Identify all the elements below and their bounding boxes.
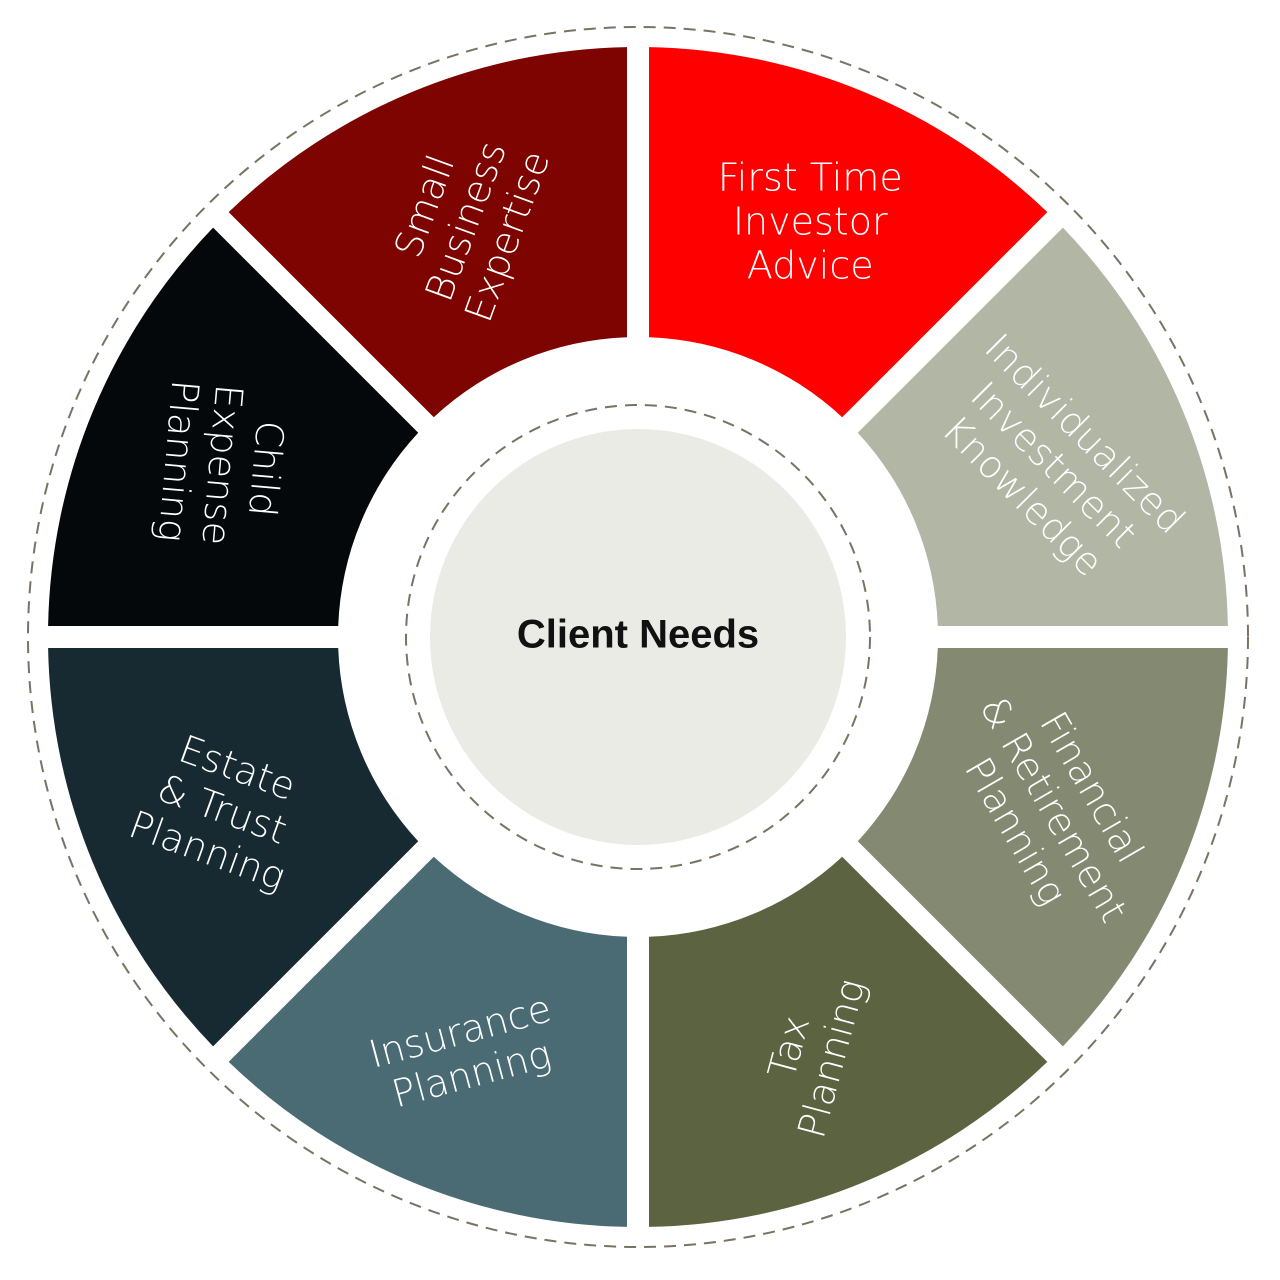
segment-2: IndividualizedInvestmentKnowledge <box>857 227 1228 626</box>
segment-wedge <box>48 648 419 1047</box>
center-disc <box>430 429 846 845</box>
center-label: Client Needs <box>517 613 759 657</box>
segment-label-line: Investor <box>733 199 888 243</box>
outer-dashed-ring <box>27 26 1249 1248</box>
segment-3: Financial& RetirementPlanning <box>857 648 1228 1047</box>
segment-wedge <box>857 227 1228 626</box>
segment-5: InsurancePlanning <box>228 856 627 1227</box>
segment-7: ChildExpensePlanning <box>48 227 419 626</box>
segment-wedge <box>857 648 1228 1047</box>
segment-label-line: Child <box>240 419 292 518</box>
segment-6: Estate& TrustPlanning <box>48 648 419 1047</box>
segment-label-line: Advice <box>747 243 874 287</box>
segment-wedge <box>649 856 1048 1227</box>
segment-8: SmallBusinessExpertise <box>228 47 627 418</box>
center-dashed-ring <box>405 404 871 870</box>
segment-label-line: First Time <box>718 155 903 199</box>
segment-wedge <box>649 47 1048 418</box>
segment-wedge <box>48 227 419 626</box>
segment-4: TaxPlanning <box>649 856 1048 1227</box>
segment-wedge <box>228 47 627 418</box>
segment-wedge <box>228 856 627 1227</box>
center-hub: Client Needs <box>405 404 871 870</box>
